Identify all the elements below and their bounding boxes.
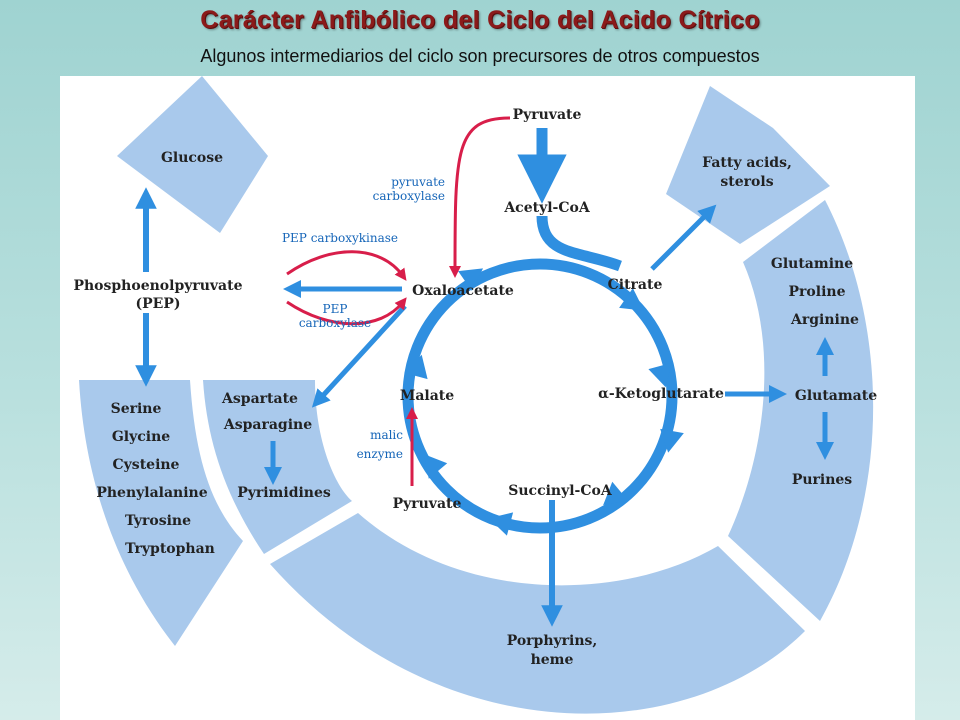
succinyl-coa-label: Succinyl-CoA [508, 483, 613, 499]
fatty-acids-label-2: sterols [720, 174, 773, 190]
sector-glutamine [728, 200, 874, 621]
sector-aspartate [203, 380, 352, 554]
arrowhead-after-malate [404, 354, 428, 380]
asparagine-label: Asparagine [223, 417, 312, 433]
sector-porphyrins [270, 513, 805, 714]
pyruvate-bottom-label: Pyruvate [393, 496, 462, 512]
serine-label: Serine [111, 401, 162, 417]
arrow-pep-carboxykinase [286, 250, 407, 281]
arrow-citrate-to-fatty-acids [650, 204, 717, 271]
arrowhead-to-malate [423, 454, 448, 479]
pep-carboxylase-label-2: carboxylase [299, 316, 371, 330]
ketoglutarate-label: α-Ketoglutarate [598, 386, 724, 402]
arrow-pyruvate-carboxylase [449, 116, 511, 278]
glutamate-label: Glutamate [795, 388, 877, 404]
pyruvate-carboxylase-label-1: pyruvate [391, 175, 445, 189]
acetyl-coa-label: Acetyl-CoA [503, 200, 591, 216]
citrate-label: Citrate [608, 277, 663, 293]
citric-acid-cycle-ring [402, 258, 678, 534]
sector-serine [79, 380, 243, 646]
proline-label: Proline [789, 284, 846, 300]
purines-label: Purines [792, 472, 852, 488]
arrowhead-after-ketoglutarate [660, 428, 684, 453]
pathway-diagram: Pyruvate Acetyl-CoA Oxaloacetate Citrate… [73, 76, 877, 714]
oxaloacetate-label: Oxaloacetate [412, 283, 514, 299]
arrow-pep-carboxylase [286, 297, 407, 326]
tyrosine-label: Tyrosine [125, 513, 191, 529]
porphyrins-label-2: heme [531, 652, 574, 668]
arrowhead-to-succinyl-coa [603, 481, 628, 506]
glycine-label: Glycine [112, 429, 170, 445]
malate-label: Malate [400, 388, 454, 404]
pep-carboxylase-label-1: PEP [323, 302, 348, 316]
arrow-acetyl-coa-to-citrate [536, 215, 622, 272]
cycle-arrowheads [404, 268, 684, 536]
arrow-oxaloacetate-to-aspartate [311, 304, 407, 408]
porphyrins-label-1: Porphyrins, [507, 633, 598, 649]
glutamine-label: Glutamine [771, 256, 853, 272]
malic-enzyme-label-1: malic [370, 428, 403, 442]
glucose-label: Glucose [161, 150, 223, 166]
cysteine-label: Cysteine [113, 457, 180, 473]
arrowhead-to-ketoglutarate [648, 362, 672, 388]
malic-enzyme-label-2: enzyme [357, 447, 403, 461]
pep-label: Phosphoenolpyruvate [73, 278, 242, 294]
arginine-label: Arginine [790, 312, 859, 328]
arrowhead-after-succinyl-coa [488, 512, 514, 536]
pep-carboxykinase-label: PEP carboxykinase [282, 231, 398, 245]
phenylalanine-label: Phenylalanine [96, 485, 207, 501]
pep-abbrev-label: (PEP) [136, 296, 181, 312]
sector-fatty-acids [666, 86, 830, 244]
pyrimidines-label: Pyrimidines [237, 485, 331, 501]
page-title: Carácter Anfibólico del Ciclo del Acido … [200, 6, 760, 34]
arrowhead-to-citrate [619, 288, 645, 311]
aspartate-label: Aspartate [221, 391, 298, 407]
pyruvate-carboxylase-label-2: carboxylase [373, 189, 445, 203]
page-subtitle: Algunos intermediarios del ciclo son pre… [200, 46, 760, 66]
fatty-acids-label-1: Fatty acids, [702, 155, 792, 171]
tryptophan-label: Tryptophan [125, 541, 215, 557]
pyruvate-top-label: Pyruvate [513, 107, 582, 123]
arrowhead-to-oxaloacetate [458, 268, 484, 291]
diagram-panel: Pyruvate Acetyl-CoA Oxaloacetate Citrate… [60, 76, 915, 720]
sector-glucose [117, 76, 268, 233]
